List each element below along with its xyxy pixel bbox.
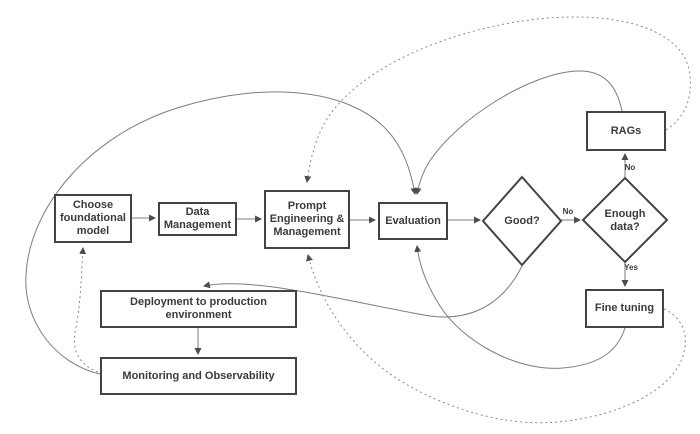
node-prompt-engineering-management: Prompt Engineering & Management (264, 190, 350, 249)
node-label: Monitoring and Observability (122, 369, 275, 382)
edge-good-to-deployment (202, 265, 523, 318)
edge-monitoring-to-evaluation (25, 91, 418, 375)
edge-label-yes-enough-to-fine-tuning: Yes (624, 263, 638, 272)
node-label: Evaluation (385, 214, 441, 227)
node-label: RAGs (610, 124, 642, 137)
decision-enough-data-shape (581, 176, 669, 264)
edge-label-no-enough-to-rags: No (624, 163, 636, 172)
node-rags: RAGs (586, 111, 666, 151)
edge-label-no-good-to-enough: No (562, 207, 574, 216)
node-label: Deployment to production environment (130, 296, 267, 321)
edge-monitoring-to-choose (73, 246, 99, 373)
node-data-management: Data Management (158, 202, 237, 236)
node-evaluation: Evaluation (378, 202, 448, 240)
node-label: Choose foundational model (60, 199, 126, 237)
edge-fine-tuning-to-prompt (306, 253, 686, 424)
edge-rags-to-evaluation (414, 70, 623, 196)
node-monitoring-and-observability: Monitoring and Observability (100, 357, 297, 395)
edge-fine-tuning-to-evaluation (414, 244, 626, 369)
node-label: Prompt Engineering & Management (269, 200, 345, 238)
node-choose-foundational-model: Choose foundational model (54, 194, 132, 243)
node-label: Data Management (163, 206, 232, 231)
decision-good-shape (481, 175, 563, 267)
edge-rags-to-prompt (304, 16, 691, 184)
node-label: Fine tuning (594, 302, 655, 314)
node-fine-tuning: Fine tuning (585, 289, 664, 328)
node-deployment-to-production: Deployment to production environment (100, 290, 297, 328)
